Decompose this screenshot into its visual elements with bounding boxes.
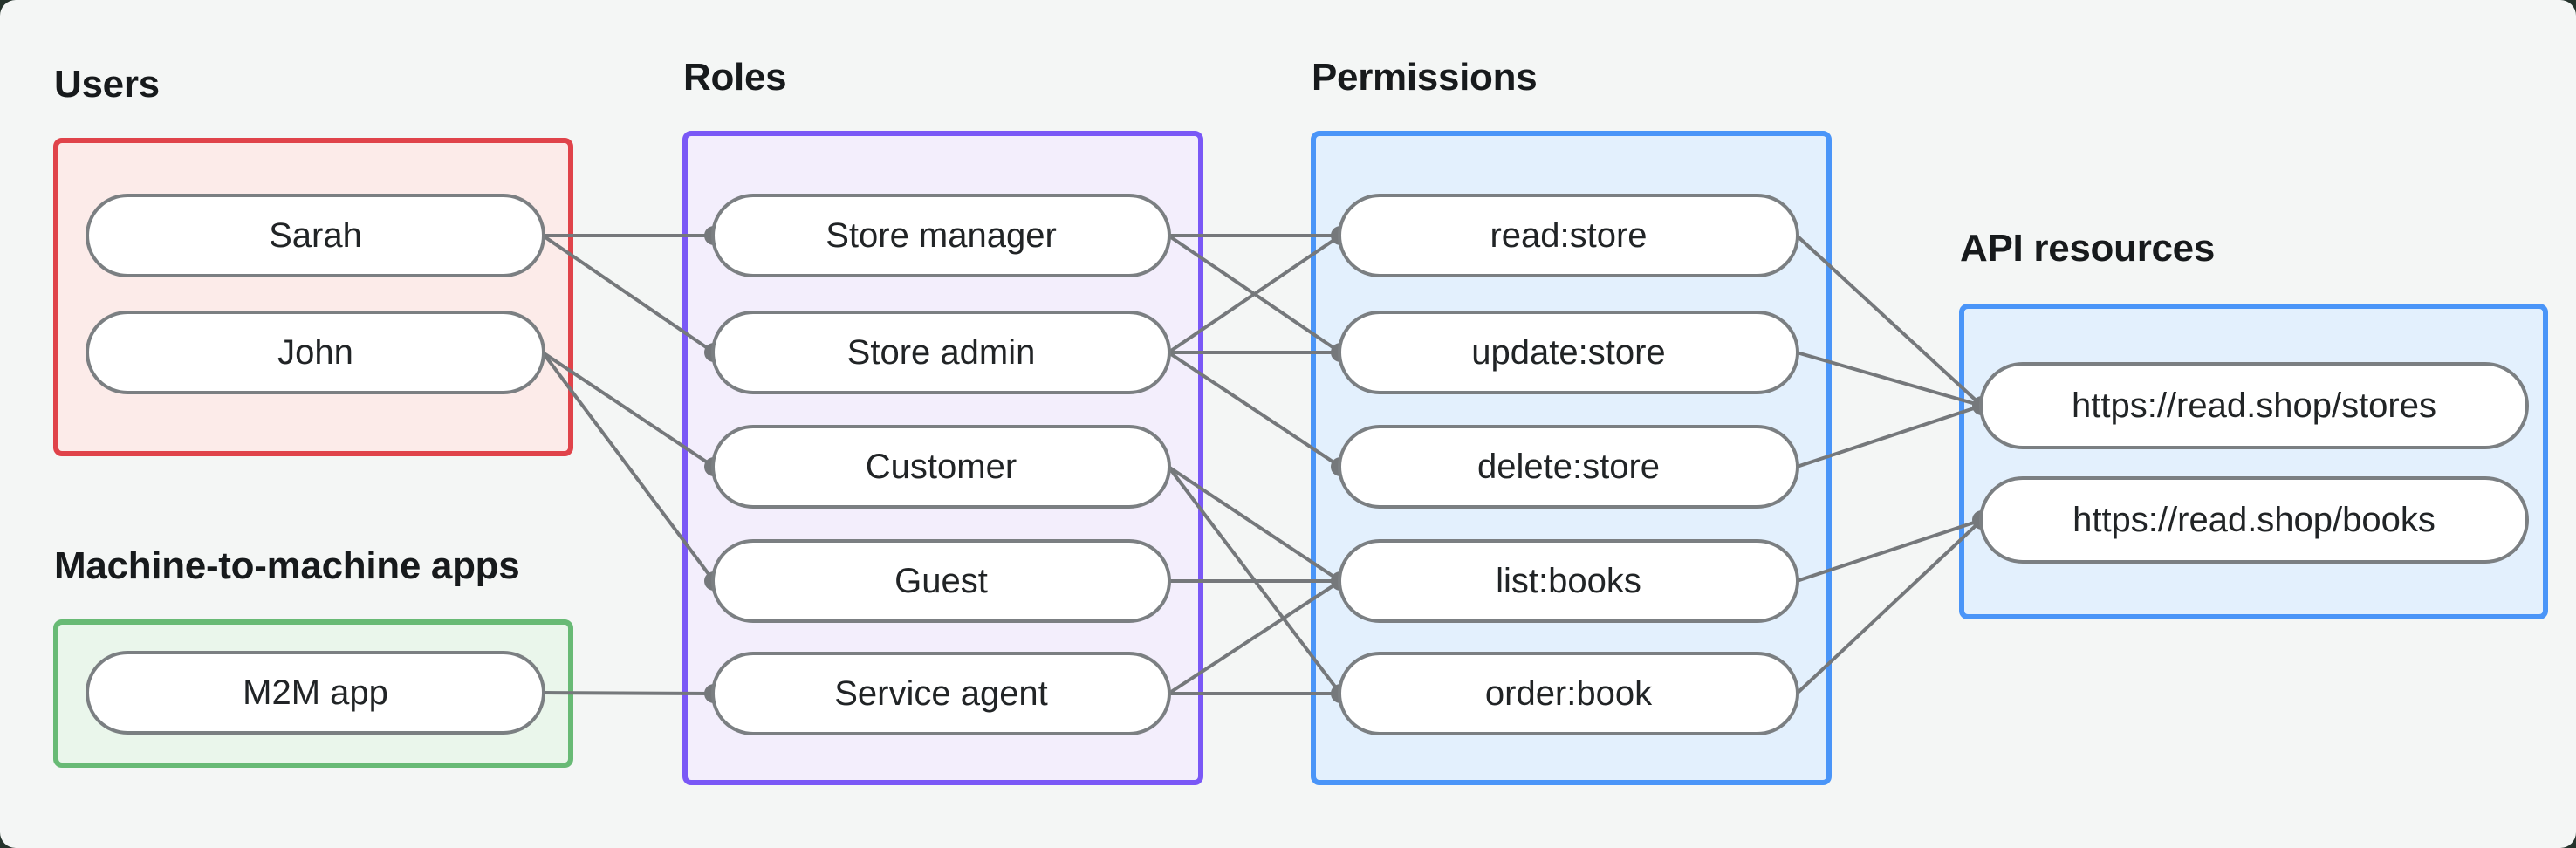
section-label-permissions: Permissions bbox=[1312, 56, 1538, 99]
node-store-admin: Store admin bbox=[711, 311, 1171, 394]
group-box-api-resources bbox=[1959, 304, 2548, 619]
section-label-roles: Roles bbox=[683, 56, 787, 99]
node-label: order:book bbox=[1484, 674, 1653, 713]
group-box-users bbox=[53, 138, 573, 456]
node-store-manager: Store manager bbox=[711, 194, 1171, 277]
node-update-store: update:store bbox=[1338, 311, 1799, 394]
node-read-store: read:store bbox=[1338, 194, 1799, 277]
node-delete-store: delete:store bbox=[1338, 425, 1799, 509]
node-label: Service agent bbox=[834, 674, 1048, 713]
node-stores-api: https://read.shop/stores bbox=[1979, 362, 2529, 449]
node-label: https://read.shop/stores bbox=[2071, 386, 2436, 425]
node-label: Store manager bbox=[826, 215, 1057, 255]
node-label: Guest bbox=[894, 561, 988, 600]
node-label: Sarah bbox=[269, 215, 362, 255]
node-label: John bbox=[277, 332, 353, 372]
node-label: read:store bbox=[1490, 215, 1648, 255]
node-label: list:books bbox=[1496, 561, 1641, 600]
node-order-book: order:book bbox=[1338, 652, 1799, 735]
node-label: M2M app bbox=[243, 673, 388, 712]
node-john: John bbox=[86, 311, 545, 394]
section-label-users: Users bbox=[54, 63, 160, 106]
section-label-m2m-apps: Machine-to-machine apps bbox=[54, 544, 520, 587]
node-label: delete:store bbox=[1476, 447, 1661, 486]
node-list-books: list:books bbox=[1338, 539, 1799, 623]
node-guest: Guest bbox=[711, 539, 1171, 623]
node-label: https://read.shop/books bbox=[2072, 500, 2436, 539]
node-label: Store admin bbox=[846, 332, 1036, 372]
node-m2m-app: M2M app bbox=[86, 651, 545, 735]
section-label-api-resources: API resources bbox=[1960, 227, 2216, 270]
node-label: update:store bbox=[1471, 332, 1666, 372]
node-service-agent: Service agent bbox=[711, 652, 1171, 735]
node-customer: Customer bbox=[711, 425, 1171, 509]
node-sarah: Sarah bbox=[86, 194, 545, 277]
node-label: Customer bbox=[865, 447, 1017, 486]
node-books-api: https://read.shop/books bbox=[1979, 476, 2529, 564]
